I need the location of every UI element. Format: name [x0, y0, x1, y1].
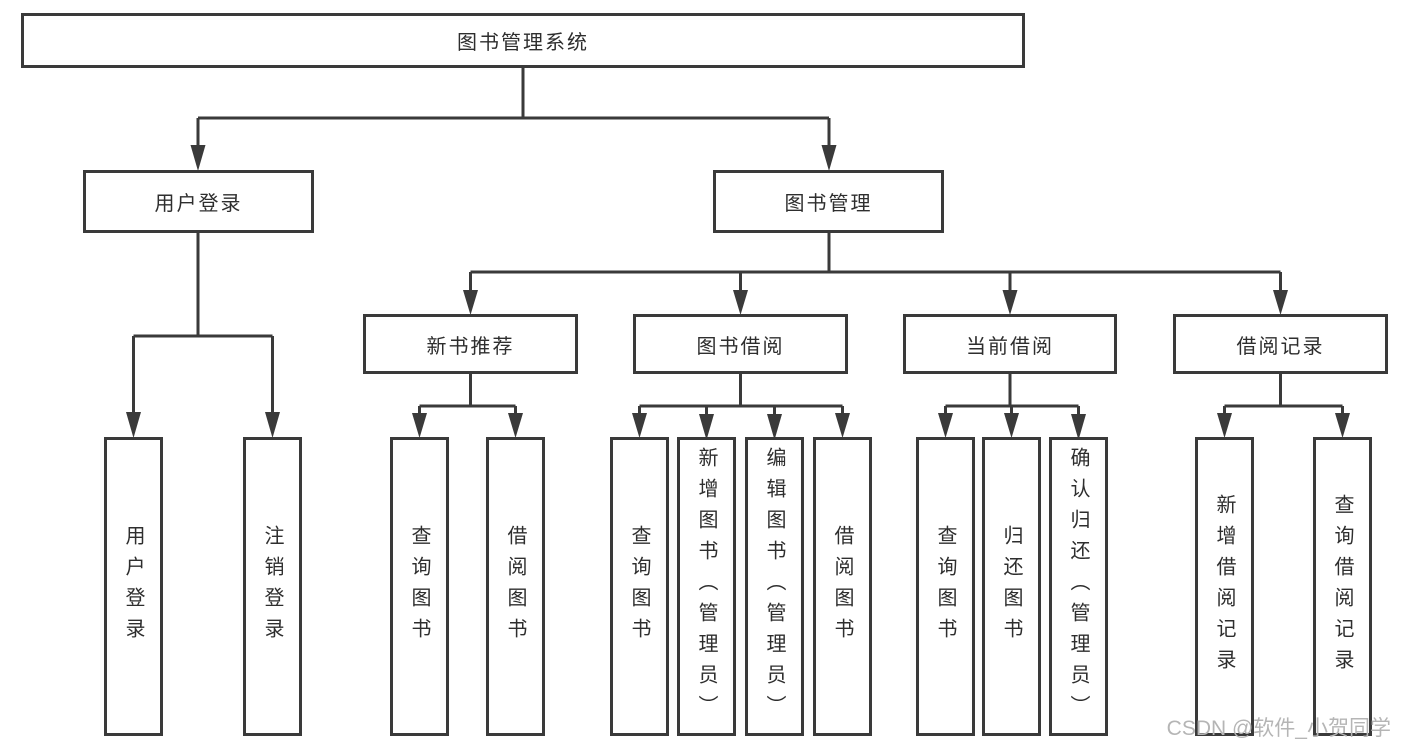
leaf-add-borrow-record: 新增借阅记录	[1195, 437, 1254, 736]
node-label: 确认归还（管理员）	[1067, 447, 1089, 726]
node-label: 图书借阅	[696, 335, 785, 358]
leaf-query-books: 查询图书	[916, 437, 975, 736]
leaf-logout: 注销登录	[243, 437, 302, 736]
leaf-confirm-return-admin: 确认归还（管理员）	[1049, 437, 1108, 736]
node-book-management: 图书管理	[713, 170, 944, 233]
node-library-management-system: 图书管理系统	[21, 13, 1025, 68]
leaf-query-borrow-record: 查询借阅记录	[1313, 437, 1372, 736]
leaf-user-login: 用户登录	[104, 437, 163, 736]
node-label: 借阅图书	[831, 524, 853, 649]
node-borrowing-records: 借阅记录	[1173, 314, 1388, 374]
node-label: 新书推荐	[426, 335, 515, 358]
node-current-borrowing: 当前借阅	[903, 314, 1117, 374]
node-label: 用户登录	[122, 524, 144, 649]
node-label: 归还图书	[1000, 524, 1022, 649]
node-label: 查询图书	[934, 524, 956, 649]
node-label: 新增借阅记录	[1213, 493, 1235, 680]
leaf-borrow-books: 借阅图书	[813, 437, 872, 736]
node-label: 新增图书（管理员）	[695, 447, 717, 726]
node-label: 查询图书	[408, 524, 430, 649]
watermark: CSDN @软件_小贺同学	[1166, 717, 1391, 740]
leaf-borrow-books: 借阅图书	[486, 437, 545, 736]
node-label: 查询图书	[628, 524, 650, 649]
node-label: 图书管理	[784, 193, 873, 215]
node-new-book-recommendation: 新书推荐	[363, 314, 578, 374]
node-label: 借阅记录	[1236, 335, 1325, 358]
leaf-return-books: 归还图书	[982, 437, 1041, 736]
node-label: 注销登录	[261, 524, 283, 649]
leaf-edit-book-admin: 编辑图书（管理员）	[745, 437, 804, 736]
node-label: 借阅图书	[504, 524, 526, 649]
node-label: 图书管理系统	[457, 32, 589, 54]
node-label: 当前借阅	[966, 335, 1054, 358]
leaf-query-books: 查询图书	[390, 437, 449, 736]
node-label: 编辑图书（管理员）	[763, 447, 785, 726]
leaf-query-books: 查询图书	[610, 437, 669, 736]
node-user-login: 用户登录	[83, 170, 314, 233]
leaf-add-book-admin: 新增图书（管理员）	[677, 437, 736, 736]
node-book-borrowing: 图书借阅	[633, 314, 848, 374]
node-label: 用户登录	[154, 193, 243, 215]
node-label: 查询借阅记录	[1331, 493, 1353, 680]
